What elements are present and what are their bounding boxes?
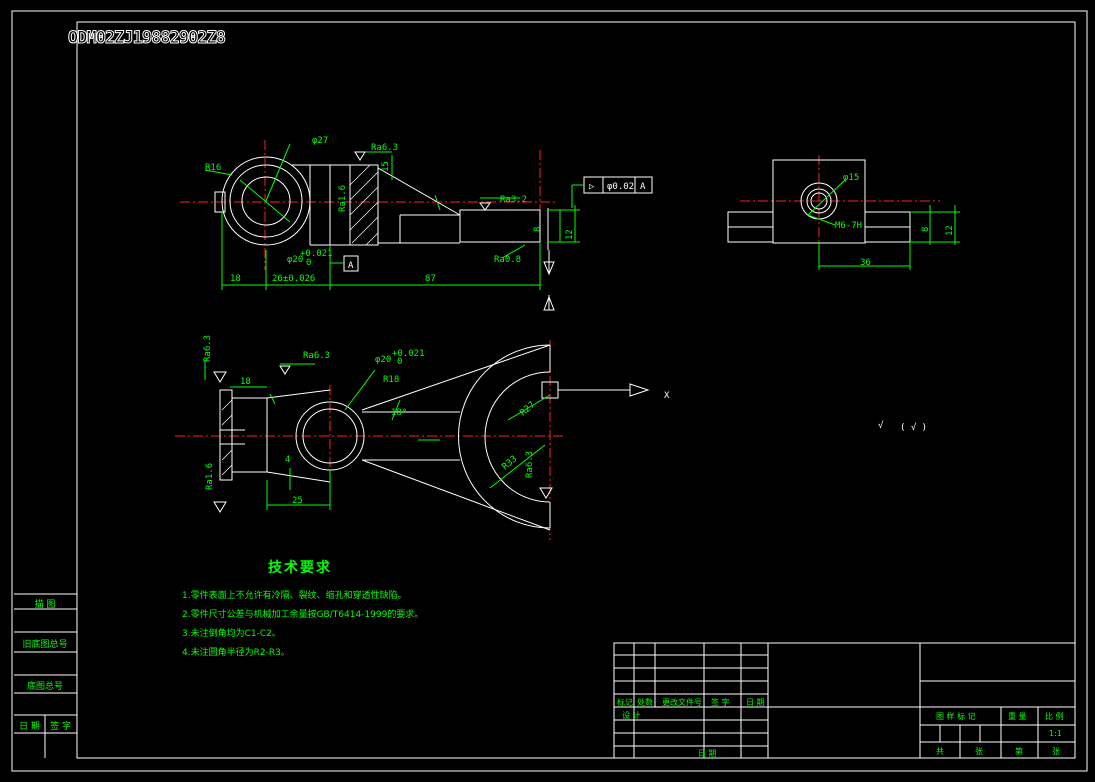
tech-req-title: 技术要求 [268, 560, 332, 576]
fv-ra16: Ra1.6 [338, 185, 348, 212]
sv-dim8: 8 [921, 227, 931, 232]
tv-dim4: 4 [285, 455, 290, 465]
fv-dia20: φ20 [287, 255, 303, 265]
outer-border [11, 10, 1088, 772]
title-block [613, 642, 1076, 759]
strip-label-old-no: 旧底图总号 [22, 640, 68, 650]
left-strip [14, 593, 77, 758]
tv-ra63-right: Ra6.3 [525, 451, 535, 478]
tv-r27: R27 [519, 400, 538, 418]
front-view: φ27 R16 Ra6.3 15 Ra1.6 Ra3.2 φ20 +0.021 … [180, 136, 653, 311]
tv-dim25: 25 [292, 496, 303, 506]
tb-stage-mark: 图 样 标 记 [936, 712, 976, 721]
tb-date: 日 期 [746, 698, 765, 707]
strip-label-trace: 描 图 [34, 600, 56, 610]
roughness-paren: ( √ ) [900, 422, 927, 433]
fv-dim12: 12 [565, 229, 575, 240]
tv-ra63-left: Ra6.3 [203, 335, 213, 362]
sv-dim12: 12 [945, 225, 955, 236]
tb-sheets: 张 [975, 747, 983, 756]
strip-label-base-no: 底图总号 [26, 682, 63, 692]
fv-fcf-datum: A [640, 182, 646, 192]
tb-sheet: 张 [1052, 747, 1060, 756]
tb-page: 第 [1015, 747, 1023, 756]
tb-mark: 标记 [617, 698, 633, 707]
fv-fcf-value: φ0.02 [607, 182, 634, 192]
tv-r18: R18 [383, 375, 399, 385]
tv-dia20-upper: +0.021 [392, 349, 425, 359]
tv-dim18: 18 [240, 377, 251, 387]
tb-doc-no: 更改文件号 [662, 698, 702, 707]
tb-scale: 比 例 [1045, 712, 1064, 721]
tv-dia20-lower: 0 [397, 357, 402, 367]
tv-r33: R33 [501, 454, 520, 472]
tv-ra16: Ra1.6 [205, 463, 215, 490]
fv-ra08: Ra0.8 [494, 255, 521, 265]
sv-dia15: φ15 [843, 173, 859, 183]
fv-dim15: 15 [381, 161, 391, 172]
tb-total: 共 [936, 747, 944, 756]
tb-date2: 日 期 [698, 749, 717, 758]
fv-dia27: φ27 [312, 136, 328, 146]
tb-sign: 签 字 [711, 698, 730, 707]
fv-dim18: 18 [230, 274, 241, 284]
tech-req-line-4: 4.未注圆角半径为R2-R3。 [182, 648, 290, 658]
fv-dim26: 26±0.026 [272, 274, 315, 284]
tv-ra63-b: Ra6.3 [303, 351, 330, 361]
roughness-symbol: √ [878, 420, 884, 431]
strip-label-date: 日 期 [19, 722, 40, 732]
tech-req-line-1: 1.零件表面上不允许有冷隔、裂纹、缩孔和穿透性缺陷。 [182, 591, 407, 601]
fv-fcf-symbol: ▷ [589, 182, 595, 192]
fv-dim87: 87 [425, 274, 436, 284]
fv-dia20-lower: 0 [306, 258, 311, 268]
top-view: X Ra6.3 Ra6.3 φ20 +0.021 0 R18 18 18° R2… [175, 335, 670, 540]
roughness-note: √ ( √ ) [878, 420, 927, 433]
fv-r16: R16 [205, 163, 221, 173]
tv-dia20: φ20 [375, 355, 391, 365]
tb-scale-value: 1:1 [1049, 729, 1062, 738]
sv-dim36: 36 [860, 258, 871, 268]
tb-weight: 重 量 [1008, 712, 1027, 721]
tb-design: 设 计 [622, 711, 641, 720]
inner-border [76, 21, 1076, 759]
fv-dim8: 8 [533, 227, 543, 232]
sv-m6: M6-7H [835, 221, 862, 231]
drawing-code: ODM02ZJ19882902Z8 [68, 28, 227, 49]
tv-angle18: 18° [391, 408, 407, 418]
tv-view-x: X [664, 391, 670, 401]
fv-datum-a: A [348, 261, 354, 271]
tech-req-line-2: 2.零件尺寸公差与机械加工余量按GB/T6414-1999的要求。 [182, 610, 424, 620]
tb-count: 处数 [637, 698, 653, 707]
strip-label-sign: 签 字 [50, 722, 71, 732]
tech-req-line-3: 3.未注倒角均为C1-C2。 [182, 629, 281, 639]
fv-ra63: Ra6.3 [371, 143, 398, 153]
fv-ra32: Ra3.2 [500, 195, 527, 205]
side-view: φ15 M6-7H 36 8 12 [727, 155, 960, 270]
fv-dia20-upper: +0.021 [300, 249, 333, 259]
